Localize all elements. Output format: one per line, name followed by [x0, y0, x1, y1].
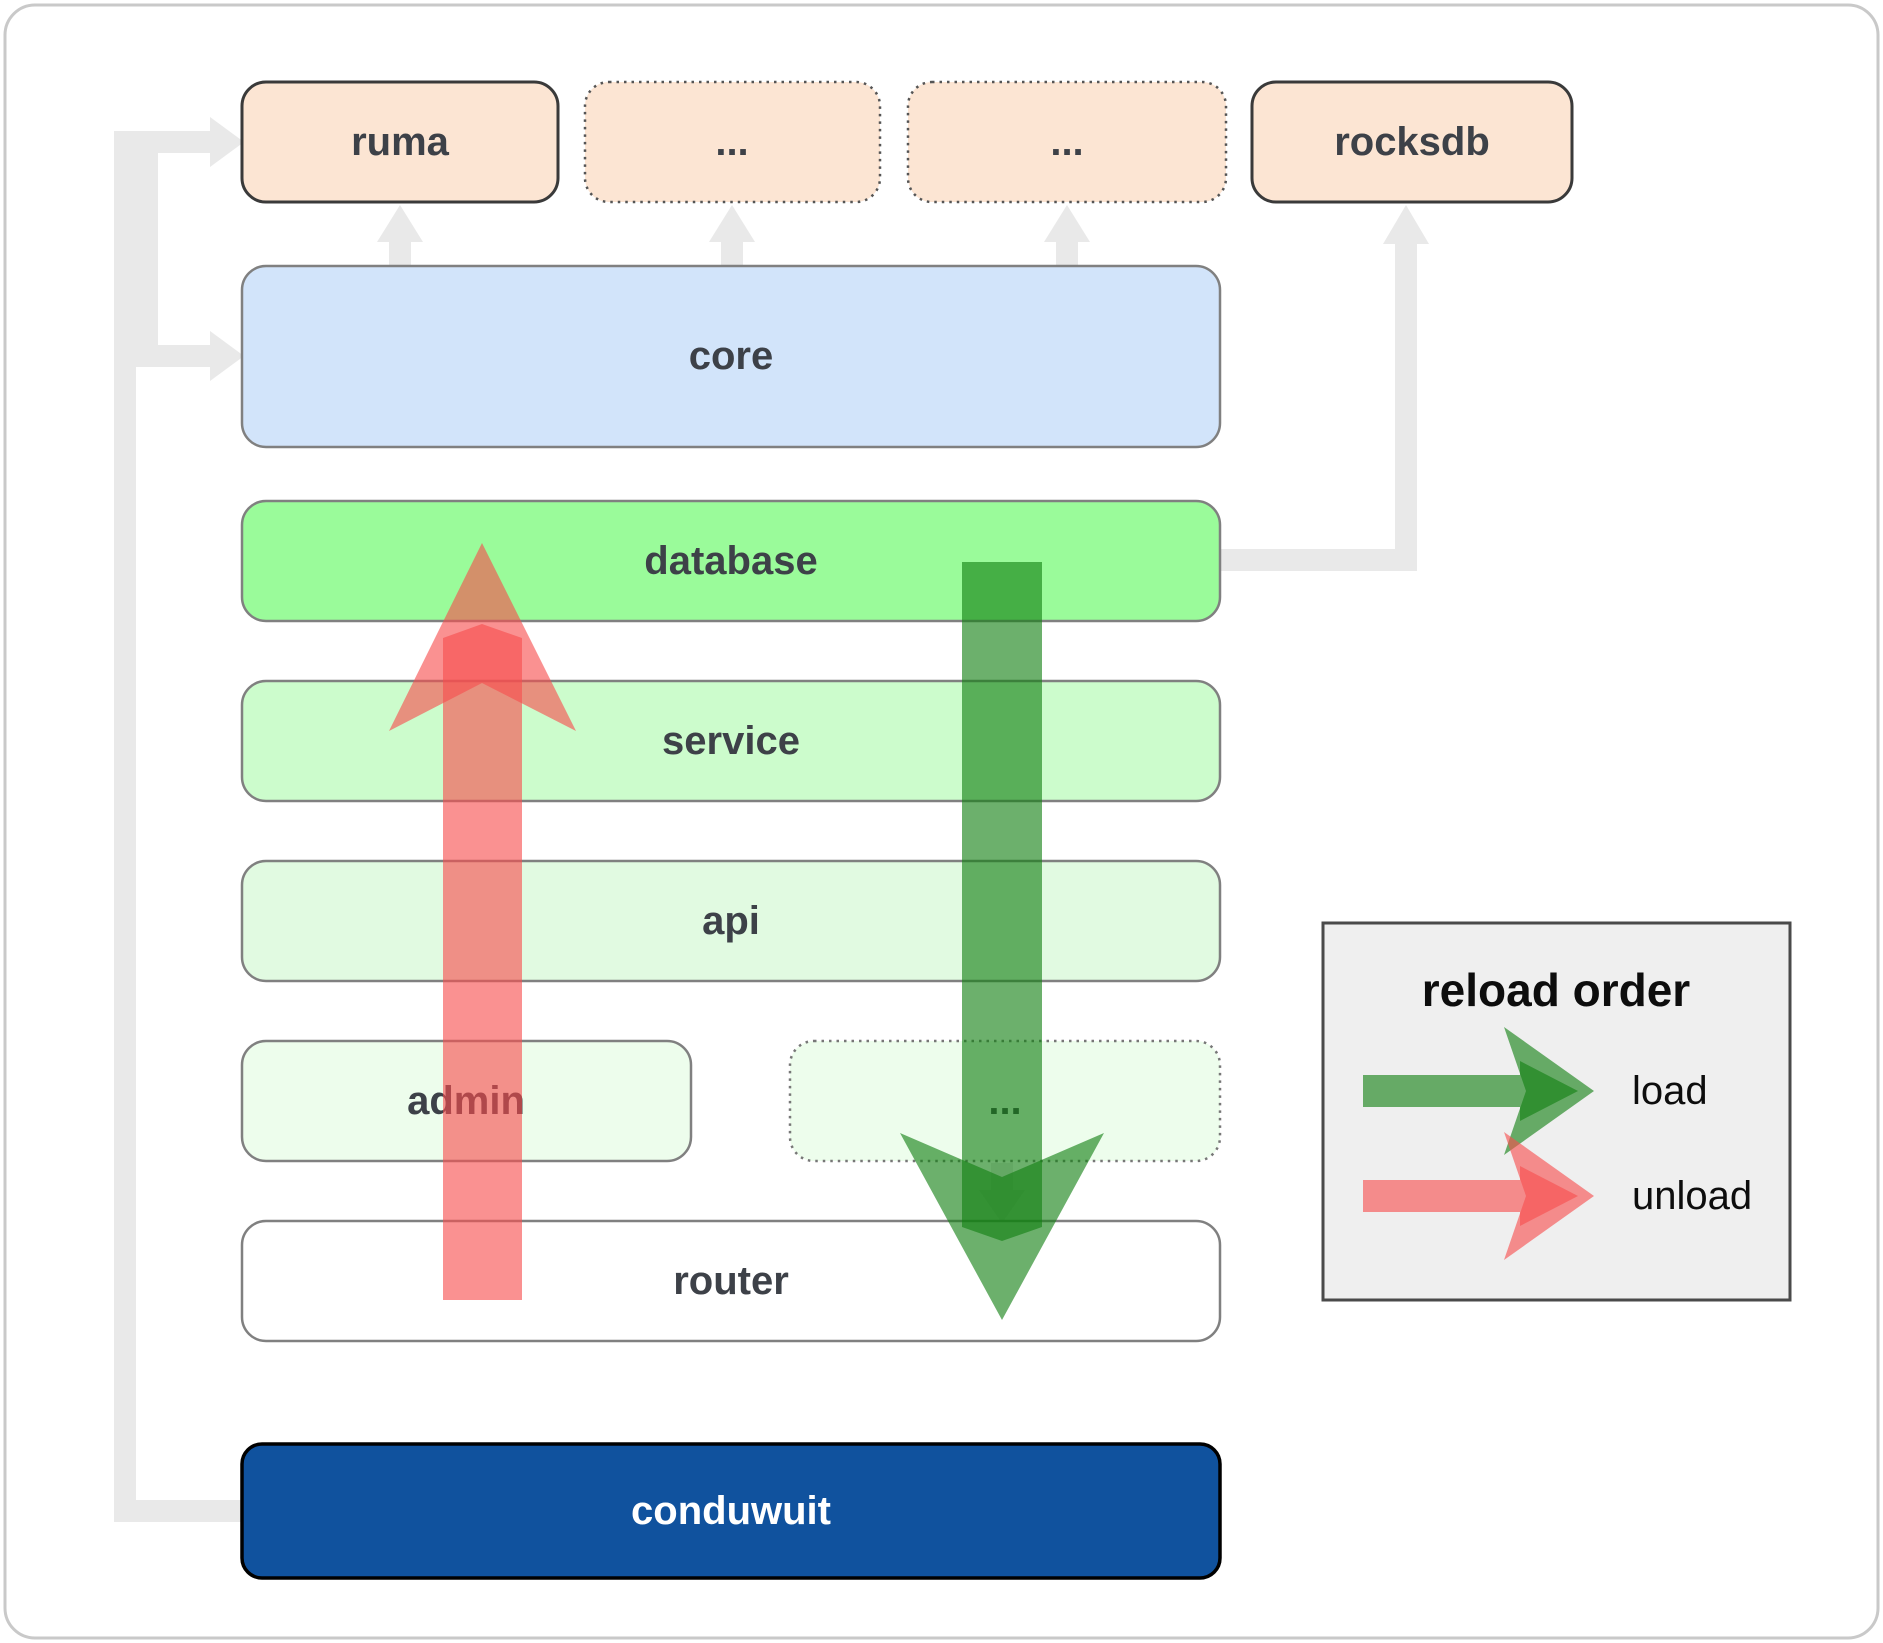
node-router-label: router: [673, 1259, 789, 1303]
unload-arrow-chevron-icon: [389, 543, 576, 731]
connector-core-ruma-arrowhead-icon: [377, 205, 423, 242]
connector-to-core-arrowhead-icon: [210, 331, 244, 381]
legend-load-shaft: [1363, 1075, 1520, 1107]
connector-conduwuit-bottom-segment: [114, 1500, 244, 1522]
connector-to-ruma-segment: [114, 131, 210, 153]
connector-database-rocksdb-horizontal: [1220, 549, 1417, 571]
node-dots-top-1: [583, 80, 882, 204]
legend-title: reload order: [1422, 964, 1691, 1016]
legend-load-arrow-icon: [1363, 1027, 1594, 1155]
node-api-label: api: [702, 899, 760, 943]
node-service-label: service: [662, 719, 800, 763]
node-core-label: core: [689, 334, 774, 378]
diagram-frame: [3, 3, 1880, 1640]
node-dots-top-2: [906, 80, 1228, 204]
node-conduwuit-label: conduwuit: [631, 1489, 831, 1533]
node-database-label: database: [644, 539, 817, 583]
legend-unload-chevron: [1504, 1132, 1594, 1260]
node-dots-top-2-label: ...: [1050, 120, 1083, 164]
connector-database-rocksdb-vertical: [1395, 242, 1417, 571]
connector-core-ruma-shaft: [389, 240, 411, 267]
node-rocksdb-label: rocksdb: [1334, 120, 1490, 164]
connector-core-dots2-arrowhead-icon: [1044, 205, 1090, 242]
load-arrow-shaft: [962, 562, 1042, 1241]
connector-to-core-segment: [136, 345, 210, 367]
load-arrow-chevron-icon: [900, 1133, 1104, 1320]
node-ruma: [240, 80, 560, 204]
node-conduwuit: [240, 1442, 1222, 1580]
connector-core-dots1-arrowhead-icon: [709, 205, 755, 242]
connector-conduwuit-trunk: [114, 131, 136, 1522]
node-dots-top-1-label: ...: [715, 120, 748, 164]
unload-arrow: [389, 543, 576, 1300]
node-core: [240, 264, 1222, 449]
connector-core-dots1-shaft: [721, 240, 743, 267]
connector-to-core-vertical: [136, 153, 158, 367]
node-ruma-label: ruma: [351, 120, 450, 164]
unload-arrow-shaft: [443, 624, 522, 1300]
connector-core-dots2-shaft: [1056, 240, 1078, 267]
connector-to-ruma-arrowhead-icon: [210, 117, 244, 167]
legend-unload-label: unload: [1632, 1174, 1752, 1218]
legend-unload-shaft: [1363, 1180, 1520, 1212]
legend: reload order load unload: [1321, 921, 1792, 1302]
legend-load-chevron: [1504, 1027, 1594, 1155]
connector-database-rocksdb-arrowhead-icon: [1383, 205, 1429, 244]
node-rocksdb: [1250, 80, 1574, 204]
legend-load-label: load: [1632, 1069, 1708, 1113]
legend-unload-arrow-icon: [1363, 1132, 1594, 1260]
load-arrow: [900, 562, 1104, 1320]
